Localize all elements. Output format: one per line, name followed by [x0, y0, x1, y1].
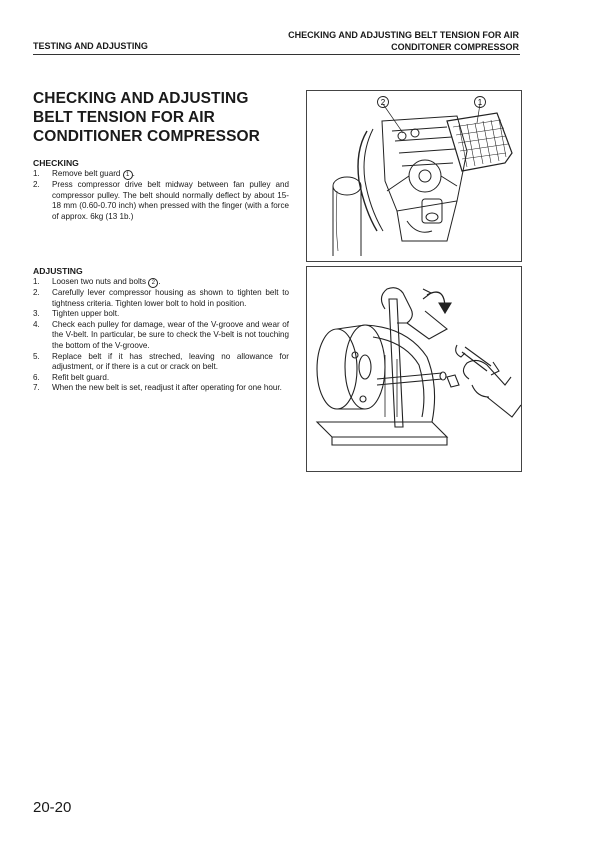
step-text: Tighten upper bolt.: [52, 309, 120, 319]
callout-marker: 2: [148, 278, 159, 288]
adjusting-heading: ADJUSTING: [33, 266, 83, 276]
checking-step: 2. Press compressor drive belt midway be…: [33, 180, 289, 222]
adjusting-step: 2. Carefully lever compressor housing as…: [33, 288, 289, 309]
adjusting-step: 1. Loosen two nuts and bolts 2.: [33, 277, 289, 288]
page-title-line2: BELT TENSION FOR AIR: [33, 109, 215, 126]
step-text: Refit belt guard.: [52, 372, 110, 382]
step-number: 6.: [33, 372, 40, 382]
callout-marker: 1: [122, 170, 133, 180]
running-header-line1: CHECKING AND ADJUSTING BELT TENSION FOR …: [288, 30, 519, 40]
page-title-line3: CONDITIONER COMPRESSOR: [33, 128, 260, 145]
step-text-part: .: [132, 169, 135, 178]
callout-circle-2: [377, 96, 389, 108]
checking-steps: 1. Remove belt guard 1. 2. Press compres…: [33, 169, 289, 222]
adjusting-steps: 1. Loosen two nuts and bolts 2. 2. Caref…: [33, 277, 289, 394]
callout-circle-1: [474, 96, 486, 108]
page-title: CHECKING AND ADJUSTING BELT TENSION FOR …: [33, 89, 293, 146]
step-text: When the new belt is set, readjust it af…: [52, 383, 282, 393]
step-text: Loosen two nuts and bolts 2.: [52, 277, 289, 288]
page-number: 20-20: [33, 799, 72, 816]
running-header-section: TESTING AND ADJUSTING: [33, 41, 148, 51]
step-number: 2.: [33, 288, 40, 297]
adjusting-step: 3. Tighten upper bolt.: [33, 309, 289, 320]
running-header-line2: CONDITONER COMPRESSOR: [391, 42, 519, 52]
page-title-line1: CHECKING AND ADJUSTING: [33, 90, 249, 107]
header-rule: [33, 54, 520, 55]
callout-label-2: 2: [381, 98, 386, 107]
adjusting-step: 4. Check each pulley for damage, wear of…: [33, 320, 289, 352]
step-text: Check each pulley for damage, wear of th…: [52, 319, 289, 350]
step-number: 5.: [33, 351, 40, 361]
checking-step: 1. Remove belt guard 1.: [33, 169, 289, 180]
checking-section: CHECKING 1. Remove belt guard 1. 2. Pres…: [33, 158, 289, 222]
adjusting-section: ADJUSTING 1. Loosen two nuts and bolts 2…: [33, 266, 289, 394]
adjusting-step: 5. Replace belt if it has streched, leav…: [33, 352, 289, 373]
step-text: Remove belt guard 1.: [52, 169, 289, 180]
adjusting-step: 7. When the new belt is set, readjust it…: [33, 383, 289, 394]
step-text-part: Remove belt guard: [52, 169, 123, 178]
step-number: 1.: [33, 277, 40, 286]
step-text-part: Loosen two nuts and bolts: [52, 277, 149, 286]
step-number: 4.: [33, 319, 40, 329]
step-number: 3.: [33, 309, 40, 319]
adjusting-figure: [306, 266, 522, 472]
step-number: 2.: [33, 180, 40, 189]
belt-guard-illustration: 2 1: [332, 96, 513, 256]
callout-label-1: 1: [478, 98, 483, 107]
compressor-lever-illustration: [315, 287, 521, 446]
step-text: Replace belt if it has streched, leaving…: [52, 351, 289, 372]
adjusting-step: 6. Refit belt guard.: [33, 373, 289, 384]
belt-guard-figure: 2 1: [306, 90, 522, 262]
step-text-part: .: [158, 277, 161, 286]
checking-heading: CHECKING: [33, 158, 79, 168]
step-text: Press compressor drive belt midway betwe…: [52, 180, 289, 221]
step-text: Carefully lever compressor housing as sh…: [52, 288, 289, 308]
running-header-title: CHECKING AND ADJUSTING BELT TENSION FOR …: [189, 29, 519, 53]
step-number: 1.: [33, 169, 40, 178]
step-number: 7.: [33, 383, 40, 393]
